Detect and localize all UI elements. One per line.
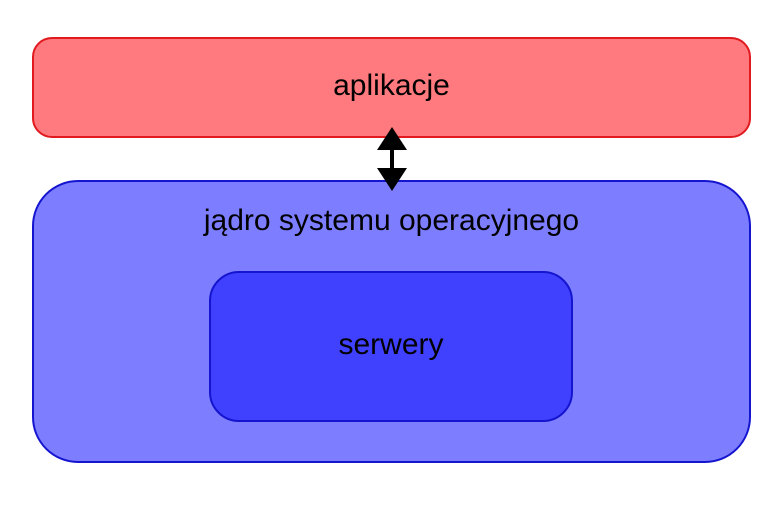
bidirectional-arrow-icon [377, 127, 407, 191]
servers-label: serwery [338, 328, 444, 361]
arrow-shaft [390, 148, 394, 170]
kernel-label: jądro systemu operacyjnego [203, 204, 580, 237]
arrow-head-down [377, 168, 407, 191]
applications-label: aplikacje [333, 69, 450, 102]
applications-layer: aplikacje [32, 37, 751, 138]
servers-block: serwery [209, 271, 573, 422]
arrow-head-up [377, 127, 407, 150]
